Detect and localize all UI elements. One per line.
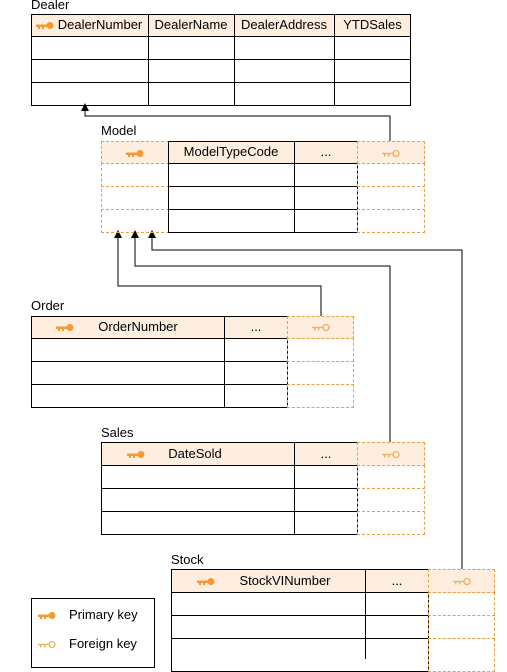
dealer-body — [31, 36, 411, 106]
foreign-key-icon — [382, 450, 400, 459]
legend-foreign-label: Foreign key — [69, 636, 137, 651]
column-header: DealerNumber — [57, 17, 143, 32]
model-to-dealer-arrow — [81, 103, 391, 141]
column-header: ModelTypeCode — [183, 144, 279, 159]
sales-to-model-arrow — [131, 230, 391, 442]
model-body — [168, 163, 358, 233]
relationship-arrows — [81, 103, 463, 569]
stock-fk-cells — [428, 592, 495, 672]
column-header: YTDSales — [343, 17, 402, 32]
column-header: DealerAddress — [241, 17, 327, 32]
legend-primary-label: Primary key — [69, 607, 138, 622]
model-fk-cells — [357, 163, 425, 233]
stock-table-title: Stock — [171, 552, 204, 567]
legend: Primary key Foreign key — [31, 598, 155, 668]
order-body — [31, 338, 288, 408]
order-fk-cells — [287, 338, 354, 408]
foreign-key-icon — [382, 149, 400, 158]
primary-key-icon — [36, 22, 54, 29]
foreign-key-icon — [38, 640, 56, 649]
column-header: ... — [391, 573, 403, 588]
primary-key-icon — [38, 612, 56, 619]
order-table-title: Order — [31, 298, 65, 313]
sales-table-title: Sales — [101, 425, 134, 440]
stock-to-model-arrow — [148, 230, 463, 569]
primary-key-icon — [127, 451, 145, 458]
primary-key-icon — [197, 578, 215, 585]
column-header: ... — [320, 144, 332, 159]
dealer-table-title: Dealer — [31, 0, 70, 12]
foreign-key-icon — [312, 323, 330, 332]
model-table-title: Model — [101, 123, 137, 138]
order-to-model-arrow — [114, 230, 322, 316]
column-header: DateSold — [168, 446, 222, 461]
primary-key-icon — [56, 324, 74, 331]
column-header: ... — [250, 319, 262, 334]
column-header: DealerName — [154, 17, 228, 32]
primary-key-icon — [126, 150, 144, 157]
model-fk-cells — [101, 163, 169, 233]
column-header: OrderNumber — [98, 319, 178, 334]
column-header: StockVINumber — [239, 573, 331, 588]
stock-body — [171, 592, 429, 672]
sales-fk-cells — [357, 465, 425, 535]
column-header: ... — [320, 446, 332, 461]
sales-body — [101, 465, 358, 535]
foreign-key-icon — [453, 577, 471, 586]
